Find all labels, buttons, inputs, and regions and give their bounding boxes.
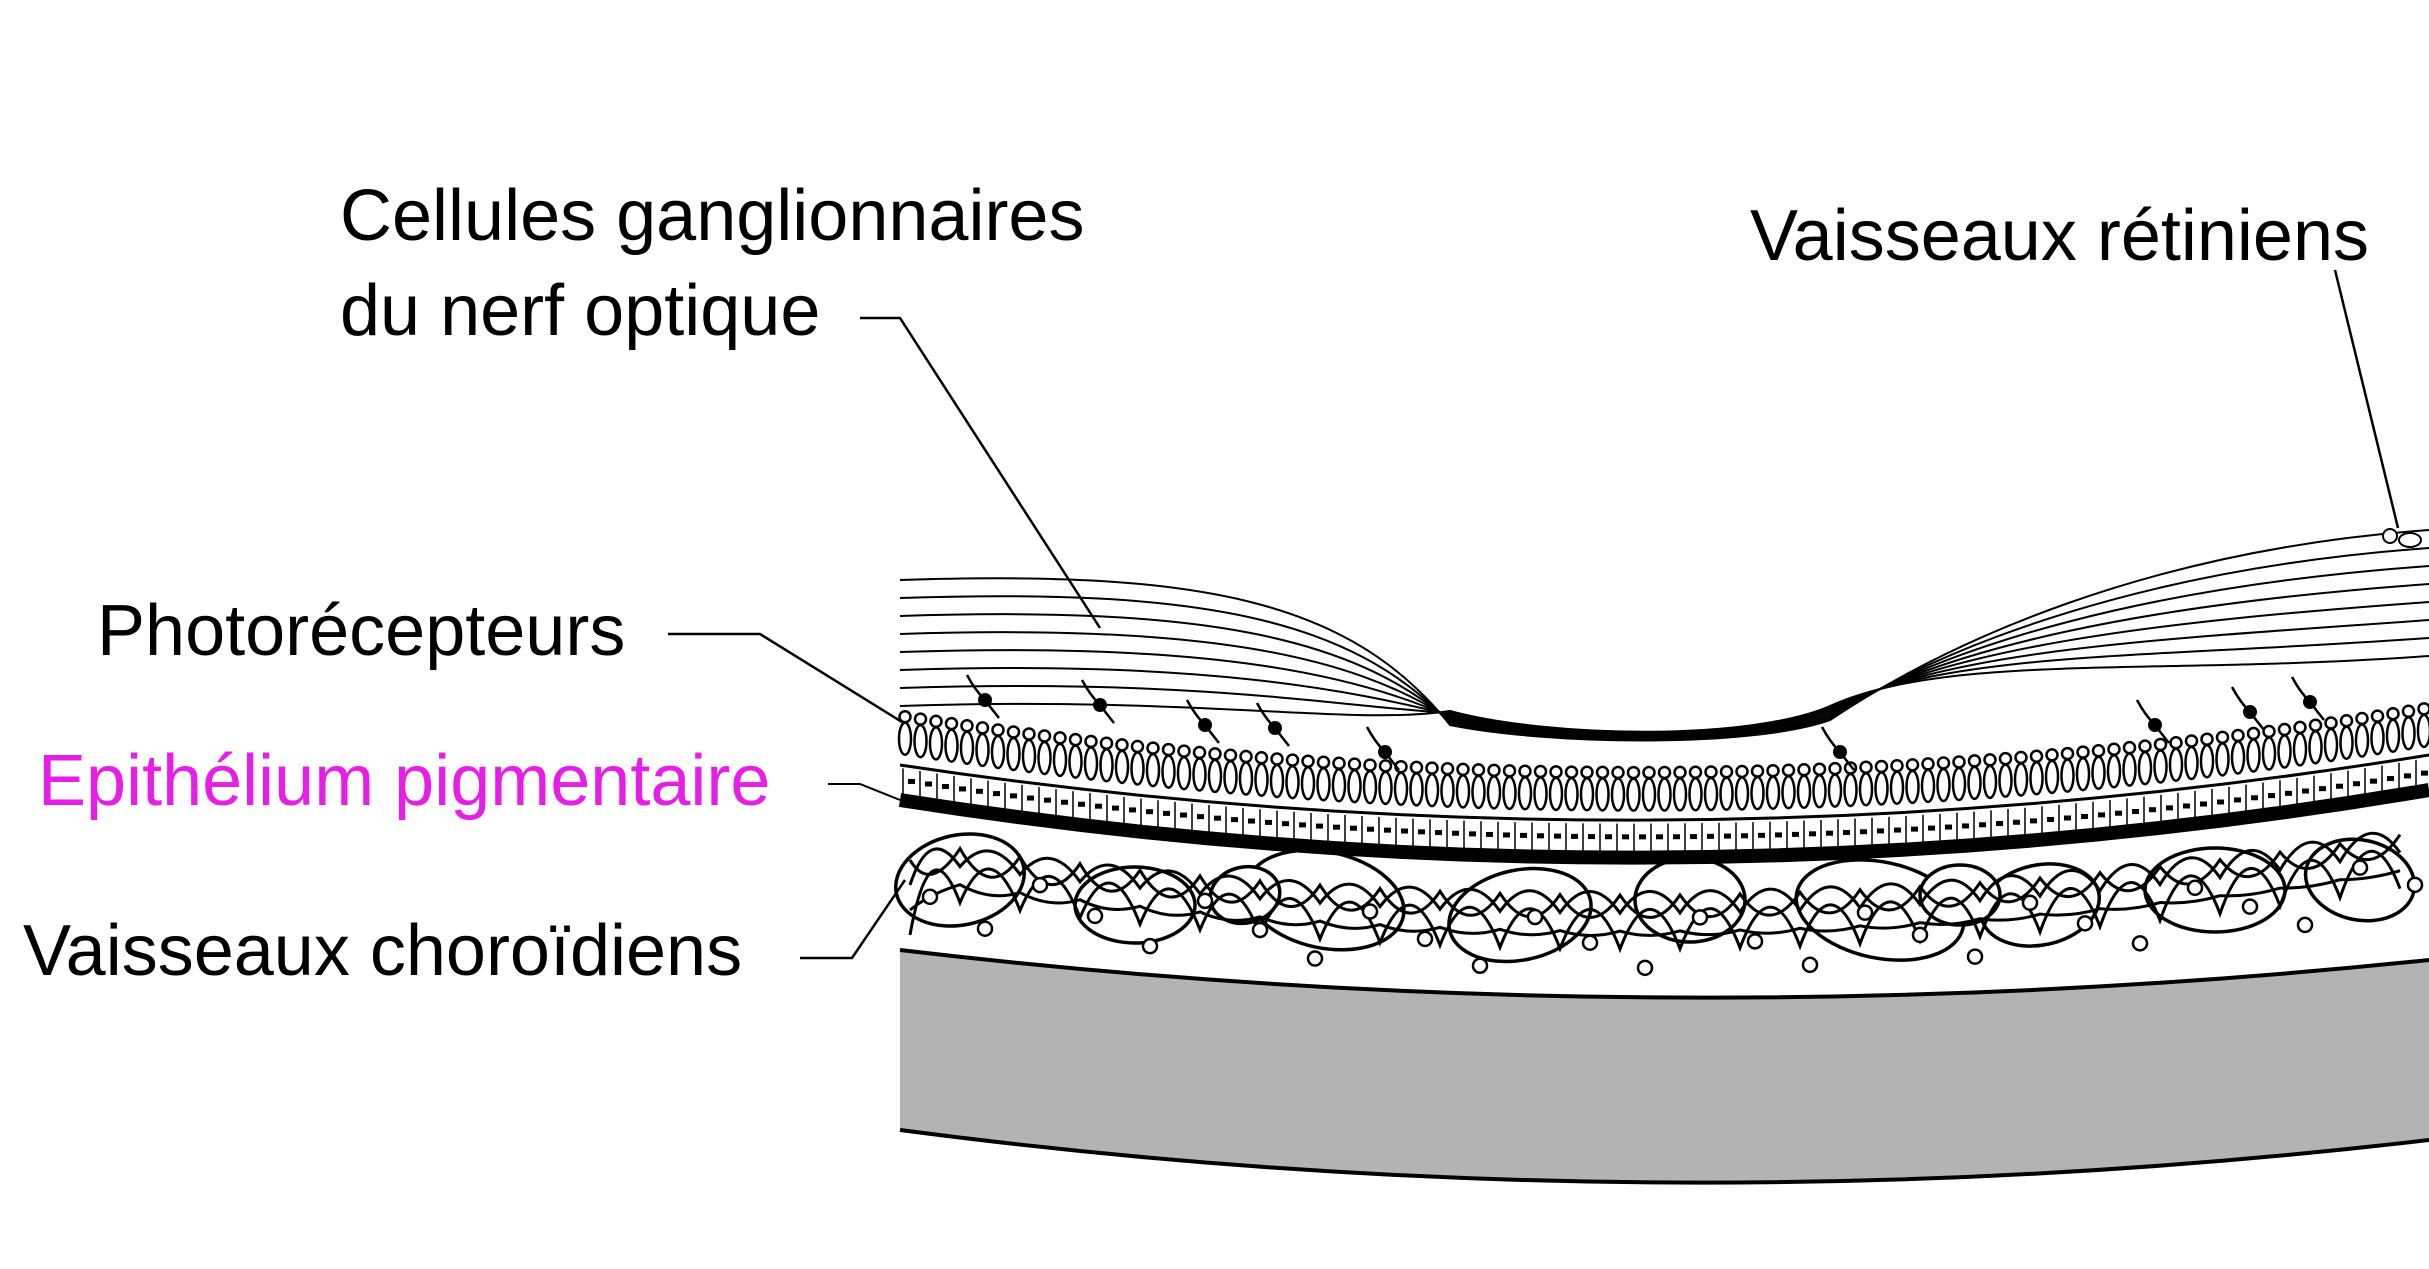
leader-lines: [668, 269, 2400, 960]
photoreceptors-label: Photorécepteurs: [97, 591, 625, 671]
bruch-membrane: [898, 783, 2429, 865]
pigment-epithelium-cells: [902, 760, 2428, 852]
ganglion-label-line2: du nerf optique: [340, 271, 820, 351]
choroid-vessels-label: Vaisseaux choroïdiens: [23, 911, 742, 991]
sclera-band: [900, 950, 2429, 1183]
retinal-vessels-label: Vaisseaux rétiniens: [1750, 196, 2369, 276]
sclera-bottom-edge: [899, 1128, 2429, 1185]
photoreceptor-row: [897, 702, 2429, 812]
retinal-vessel-marks: [2382, 528, 2422, 548]
choroid-vessel-layer: [893, 831, 2424, 977]
ganglion-label-line1: Cellules ganglionnaires: [340, 176, 1084, 256]
sclera-top-edge: [899, 948, 2429, 1000]
nerve-fiber-lines: [899, 529, 2429, 742]
rpe-top-edge: [899, 753, 2429, 822]
pigment-epithelium-label: Epithélium pigmentaire: [38, 741, 770, 821]
